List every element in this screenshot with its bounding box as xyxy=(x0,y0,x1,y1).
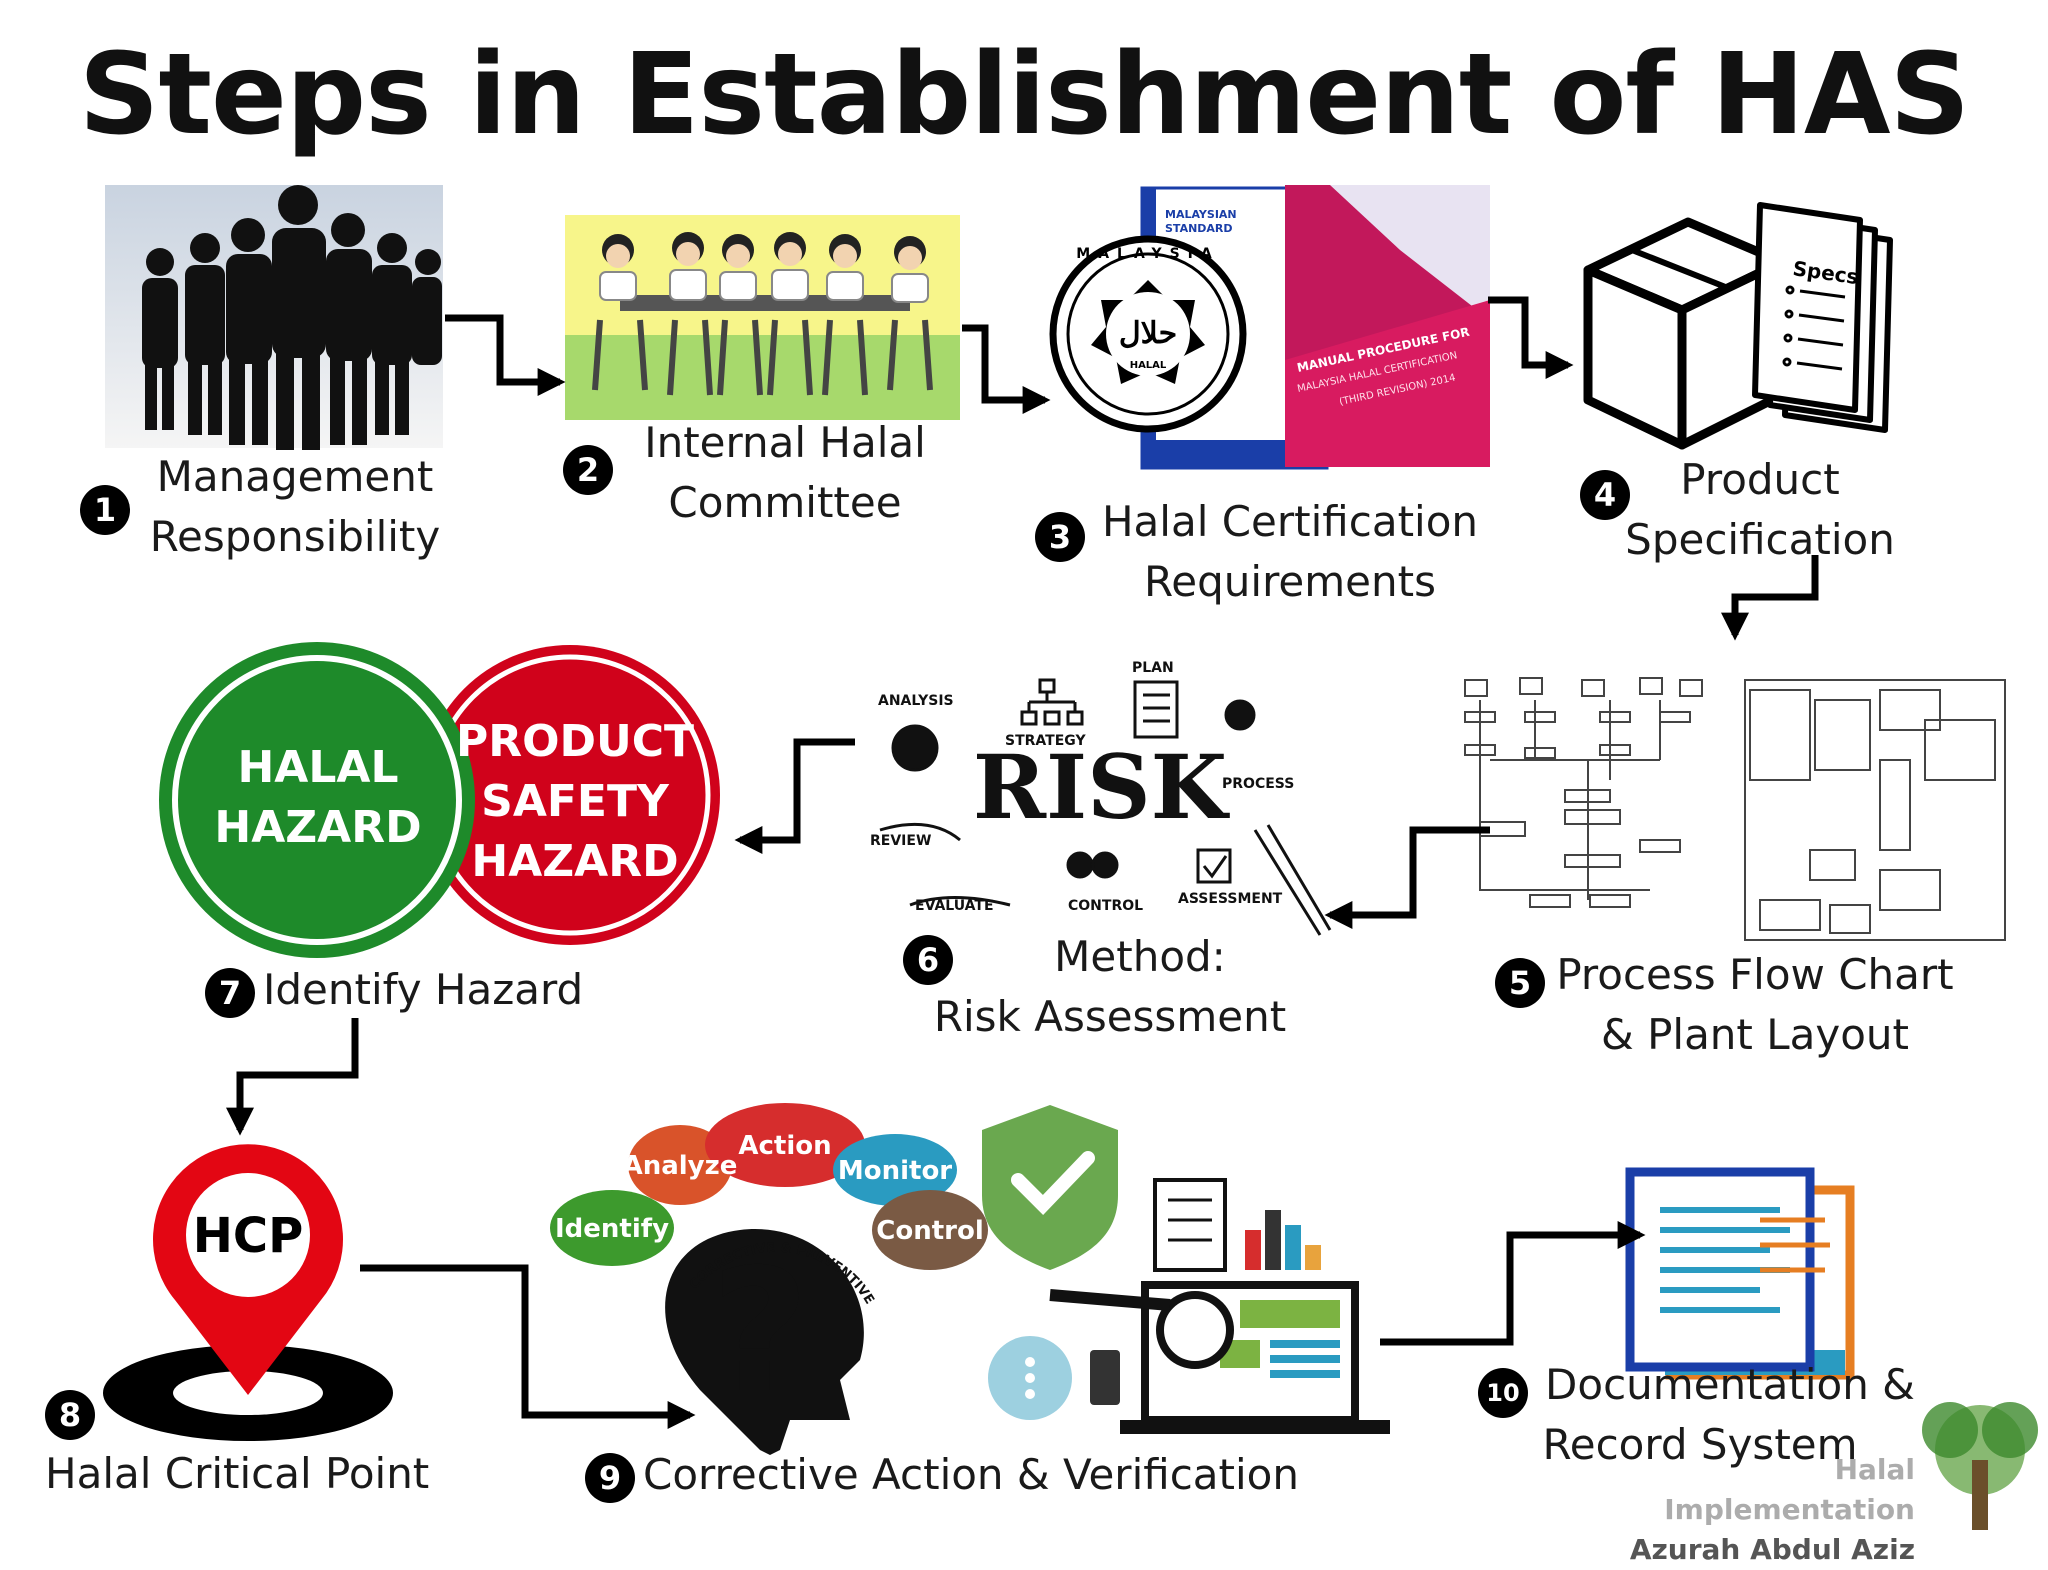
step-10-line1: Documentation & xyxy=(1545,1360,1915,1409)
step-4-label: 4 Product Specification xyxy=(1560,450,1910,570)
step-4-line1: Product xyxy=(1680,455,1840,504)
watermark-line1: Halal Implementation xyxy=(1664,1453,1915,1526)
flow-arrows xyxy=(226,296,1819,1429)
step-7-line1: Identify Hazard xyxy=(263,965,584,1014)
step-10-number: 10 xyxy=(1478,1367,1528,1418)
watermark: Halal Implementation Azurah Abdul Aziz xyxy=(1590,1450,1915,1570)
arrow-7-to-8 xyxy=(226,1018,359,1136)
step-5-line2: & Plant Layout xyxy=(1600,1010,1910,1059)
svg-text:?: ? xyxy=(711,1233,810,1431)
bubble-control: Control xyxy=(876,1216,983,1246)
bubble-identify: Identify xyxy=(555,1214,669,1244)
page-title: Steps in Establishment of HAS xyxy=(78,30,1970,160)
committee-meeting-illustration xyxy=(565,215,960,420)
step-2-line1: Internal Halal xyxy=(644,418,926,467)
arrow-4-to-5 xyxy=(1721,555,1819,641)
arrow-2-to-3 xyxy=(962,324,1051,414)
risk-word-evaluate: EVALUATE xyxy=(915,898,994,914)
step-8-line1: Halal Critical Point xyxy=(45,1449,430,1498)
hcp-label: HCP xyxy=(193,1208,304,1264)
risk-word-process: PROCESS xyxy=(1222,776,1294,792)
hazard-circles xyxy=(159,642,720,958)
step-2-line2: Committee xyxy=(668,478,902,527)
step-6-line2: Risk Assessment xyxy=(933,992,1287,1041)
step-4-number: 4 xyxy=(1580,469,1630,520)
risk-word-plan: PLAN xyxy=(1132,660,1174,676)
arrow-5-to-6 xyxy=(1324,826,1490,929)
bubble-monitor: Monitor xyxy=(838,1156,952,1186)
risk-word-assessment: ASSESSMENT xyxy=(1178,891,1283,907)
product-hazard-line3: HAZARD xyxy=(471,836,678,887)
step-10-label: 10 Documentation & Record System xyxy=(1470,1355,1930,1475)
bubble-action: Action xyxy=(738,1131,831,1161)
halal-hazard-line2: HAZARD xyxy=(214,802,421,853)
halal-standard-illustration: MALAYSIAN STANDARD MANUAL PROCEDURE FOR … xyxy=(1049,185,1490,470)
arrow-1-to-2 xyxy=(445,314,566,396)
step-5-number: 5 xyxy=(1495,957,1545,1008)
step-5-label: 5 Process Flow Chart & Plant Layout xyxy=(1490,945,1970,1065)
step-8-number-wrap: 8 xyxy=(45,1382,105,1442)
step-1-line1: Management xyxy=(156,452,434,501)
step-6-number: 6 xyxy=(903,934,953,985)
arrow-6-to-7 xyxy=(734,738,855,854)
arrow-3-to-4 xyxy=(1488,296,1574,379)
product-box-specs-illustration xyxy=(1583,202,1893,450)
documents-illustration xyxy=(1625,1167,1855,1380)
verification-illustration xyxy=(982,1105,1390,1434)
svg-text:MALAYSIAN: MALAYSIAN xyxy=(1165,208,1237,221)
diagram-canvas: MALAYSIAN STANDARD MANUAL PROCEDURE FOR … xyxy=(0,0,2038,1530)
business-team-illustration xyxy=(105,185,443,450)
step-4-line2: Specification xyxy=(1625,515,1895,564)
step-9-line1: Corrective Action & Verification xyxy=(643,1450,1299,1499)
risk-word: RISK xyxy=(973,735,1231,839)
process-flow-layout-illustration xyxy=(1464,677,2006,941)
step-3-label: 3 Halal Certification Requirements xyxy=(1030,492,1500,612)
risk-word-review: REVIEW xyxy=(870,833,931,849)
step-1-line2: Responsibility xyxy=(149,512,441,561)
bubble-analyze: Analyze xyxy=(623,1151,738,1181)
halal-hazard-line1: HALAL xyxy=(237,742,398,793)
step-8-number: 8 xyxy=(45,1389,95,1440)
risk-assessment-illustration: RISK ANALYSIS STRATEGY PLAN PROCESS REVI… xyxy=(870,660,1332,936)
step-1-number: 1 xyxy=(80,484,130,535)
product-hazard-line2: SAFETY xyxy=(481,776,670,827)
step-3-line1: Halal Certification xyxy=(1101,497,1479,546)
step-6-line1: Method: xyxy=(1054,932,1226,981)
tree-logo-icon xyxy=(1922,1402,2038,1530)
step-3-line2: Requirements xyxy=(1144,557,1436,606)
step-5-line1: Process Flow Chart xyxy=(1556,950,1954,999)
step-7-number: 7 xyxy=(205,967,255,1018)
svg-text:HALAL: HALAL xyxy=(1130,360,1167,371)
step-6-label: 6 Method: Risk Assessment xyxy=(900,927,1320,1047)
step-2-label: 2 Internal Halal Committee xyxy=(555,413,955,533)
step-1-label: 1 Management Responsibility xyxy=(70,447,470,567)
svg-text:حلال: حلال xyxy=(1119,316,1177,351)
step-9-number: 9 xyxy=(585,1452,635,1503)
hcp-map-pin-icon xyxy=(103,1144,393,1441)
step-3-number: 3 xyxy=(1035,511,1085,562)
step-10-line2: Record System xyxy=(1542,1420,1858,1469)
arrow-9-to-10 xyxy=(1380,1221,1646,1346)
arrow-8-to-9 xyxy=(360,1264,696,1429)
product-hazard-line1: PRODUCT xyxy=(456,716,694,767)
watermark-line2: Azurah Abdul Aziz xyxy=(1629,1533,1915,1566)
risk-word-strategy: STRATEGY xyxy=(1005,733,1086,749)
svg-text:MALAYSIA: MALAYSIA xyxy=(1076,246,1219,262)
svg-text:STANDARD: STANDARD xyxy=(1165,222,1233,235)
risk-word-control: CONTROL xyxy=(1068,898,1143,914)
step-2-number: 2 xyxy=(563,444,613,495)
risk-word-analysis: ANALYSIS xyxy=(878,693,954,709)
